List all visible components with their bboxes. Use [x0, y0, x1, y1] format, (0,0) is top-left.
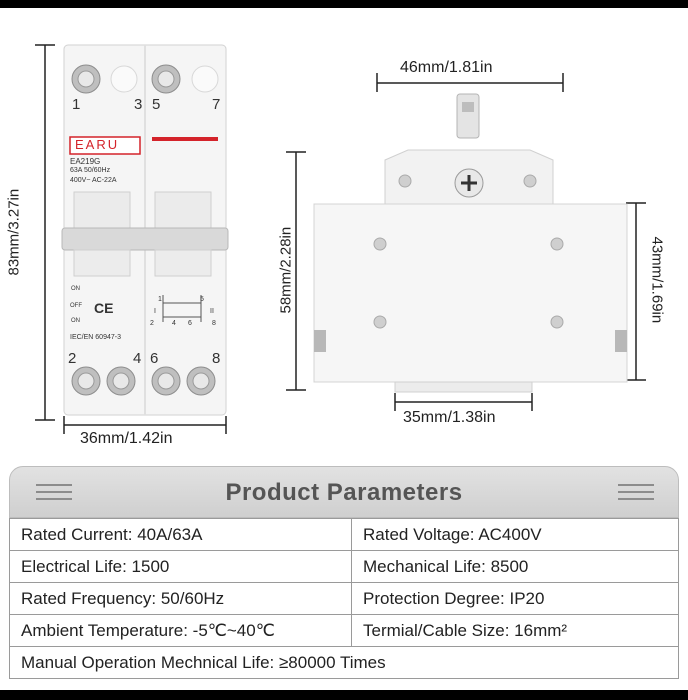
table-cell: Ambient Temperature: -5℃~40℃	[9, 614, 352, 647]
ce-mark: CE	[94, 300, 114, 316]
brand-logo: EARU	[75, 137, 120, 152]
side-height-label: 58mm/2.28in	[277, 226, 295, 314]
table-row: Rated Frequency: 50/60Hz Protection Degr…	[9, 582, 679, 615]
top-border	[0, 0, 688, 8]
diagram-label-5: 5	[200, 296, 204, 303]
table-cell: Termial/Cable Size: 16mm²	[351, 614, 679, 647]
terminal-label-6: 6	[150, 350, 159, 367]
side-rail-dimension-line	[394, 393, 533, 411]
front-device	[61, 44, 229, 416]
diagram-label-1: 1	[158, 296, 162, 303]
terminal-label-1: 1	[72, 96, 81, 113]
drawings-svg	[35, 44, 646, 434]
table-cell: Rated Voltage: AC400V	[351, 518, 679, 551]
screw-icon	[151, 64, 181, 94]
table-cell: Rated Frequency: 50/60Hz	[9, 582, 352, 615]
side-body-height-dimension-line	[626, 202, 646, 381]
diagram-label-8: 8	[212, 320, 216, 327]
table-row: Rated Current: 40A/63A Rated Voltage: AC…	[9, 518, 679, 551]
parameters-title: Product Parameters	[225, 479, 463, 506]
menu-lines-icon	[36, 484, 72, 502]
side-height-dimension-line	[286, 151, 306, 391]
screw-icon	[106, 366, 136, 396]
diagram-label-6: 6	[188, 320, 192, 327]
terminal-label-8: 8	[212, 350, 221, 367]
terminal-label-7: 7	[212, 96, 221, 113]
table-cell: Electrical Life: 1500	[9, 550, 352, 583]
front-width-label: 36mm/1.42in	[80, 430, 173, 447]
standard-label: IEC/EN 60947-3	[70, 334, 121, 341]
diagram-roman-1: I	[154, 308, 156, 315]
front-height-label: 83mm/3.27in	[5, 188, 23, 276]
table-cell: Rated Current: 40A/63A	[9, 518, 352, 551]
voltage-label: 400V~ AC-22A	[70, 177, 117, 184]
product-parameters-panel: Product Parameters Rated Current: 40A/63…	[9, 466, 679, 686]
off-label: OFF	[70, 303, 82, 309]
screw-icon	[71, 64, 101, 94]
table-row: Ambient Temperature: -5℃~40℃ Termial/Cab…	[9, 614, 679, 647]
table-cell: Mechanical Life: 8500	[351, 550, 679, 583]
rating-label: 63A 50/60Hz	[70, 167, 111, 174]
terminal-label-4: 4	[133, 350, 142, 367]
parameters-header: Product Parameters	[9, 466, 679, 518]
table-row: Manual Operation Mechnical Life: ≥80000 …	[9, 646, 679, 679]
screw-icon	[71, 366, 101, 396]
menu-lines-icon	[618, 484, 654, 502]
side-body-height-label: 43mm/1.69in	[648, 236, 666, 324]
model-label: EA219G	[70, 157, 101, 166]
side-top-width-label: 46mm/1.81in	[400, 59, 493, 76]
front-height-dimension-line	[35, 44, 55, 421]
parameters-table: Rated Current: 40A/63A Rated Voltage: AC…	[9, 518, 679, 679]
on-label-bottom: ON	[71, 318, 80, 324]
side-top-dimension-line	[376, 73, 564, 92]
diagram-label-4: 4	[172, 320, 176, 327]
diagram-roman-2: II	[210, 308, 214, 315]
terminal-label-5: 5	[152, 96, 161, 113]
terminal-label-3: 3	[134, 96, 143, 113]
front-width-dimension-line	[63, 416, 227, 434]
table-cell-footer: Manual Operation Mechnical Life: ≥80000 …	[9, 646, 679, 679]
table-cell: Protection Degree: IP20	[351, 582, 679, 615]
wiring-diagram	[162, 295, 202, 322]
diagram-label-2: 2	[150, 320, 154, 327]
screw-icon	[186, 366, 216, 396]
terminal-label-2: 2	[68, 350, 77, 367]
screw-icon	[151, 366, 181, 396]
bottom-border	[0, 690, 688, 700]
on-label-top: ON	[71, 286, 80, 292]
table-row: Electrical Life: 1500 Mechanical Life: 8…	[9, 550, 679, 583]
side-rail-width-label: 35mm/1.38in	[403, 409, 496, 426]
screw-icon	[454, 168, 484, 198]
side-device	[313, 93, 628, 393]
